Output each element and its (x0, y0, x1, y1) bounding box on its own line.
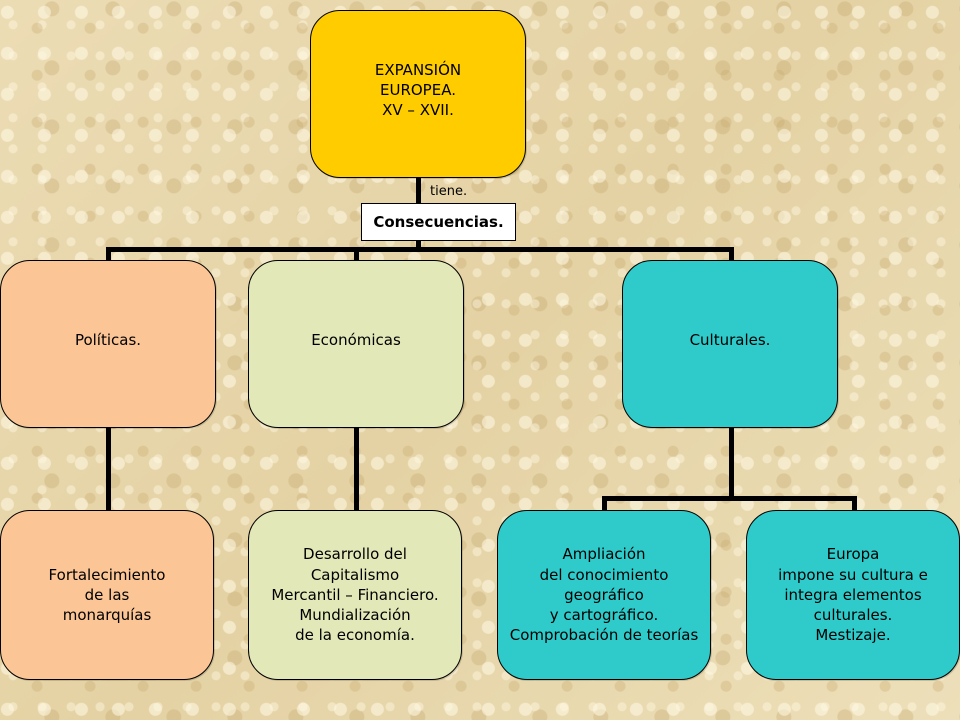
category-node-culturales: Culturales. (622, 260, 838, 428)
connector-line-culturales (729, 247, 734, 261)
root-node-expansion-europea: EXPANSIÓN EUROPEA. XV – XVII. (310, 10, 526, 178)
category-node-politicas: Políticas. (0, 260, 216, 428)
connector-line-politicas (106, 247, 111, 261)
root-node-label: EXPANSIÓN EUROPEA. XV – XVII. (374, 60, 462, 120)
detail-node-ampliacion-conocimiento: Ampliación del conocimiento geográfico y… (497, 510, 711, 680)
connector-bar-main (106, 247, 734, 252)
connector-line-economicas-detail (354, 428, 359, 511)
category-label-politicas: Políticas. (74, 330, 142, 349)
detail-label-ampliacion-conocimiento: Ampliación del conocimiento geográfico y… (509, 545, 699, 645)
connector-line-culturales-down (729, 428, 734, 500)
connector-box-consecuencias: Consecuencias. (361, 203, 516, 241)
connector-box-label: Consecuencias. (373, 213, 504, 231)
connector-bar-culturales (602, 496, 857, 501)
detail-node-desarrollo-capitalismo: Desarrollo del Capitalismo Mercantil – F… (248, 510, 462, 680)
category-node-economicas: Económicas (248, 260, 464, 428)
category-label-economicas: Económicas (311, 330, 401, 349)
connector-line-europa (852, 496, 857, 511)
detail-node-fortalecimiento: Fortalecimiento de las monarquías (0, 510, 214, 680)
connector-line-economicas (354, 247, 359, 261)
connector-line-politicas-detail (106, 428, 111, 511)
detail-node-europa-cultura: Europa impone su cultura e integra eleme… (746, 510, 960, 680)
detail-label-desarrollo-capitalismo: Desarrollo del Capitalismo Mercantil – F… (271, 545, 439, 645)
detail-label-fortalecimiento: Fortalecimiento de las monarquías (48, 565, 166, 625)
category-label-culturales: Culturales. (689, 330, 771, 349)
connector-verb: tiene. (430, 184, 468, 199)
detail-label-europa-cultura: Europa impone su cultura e integra eleme… (778, 545, 928, 645)
connector-line-ampliacion (602, 496, 607, 511)
